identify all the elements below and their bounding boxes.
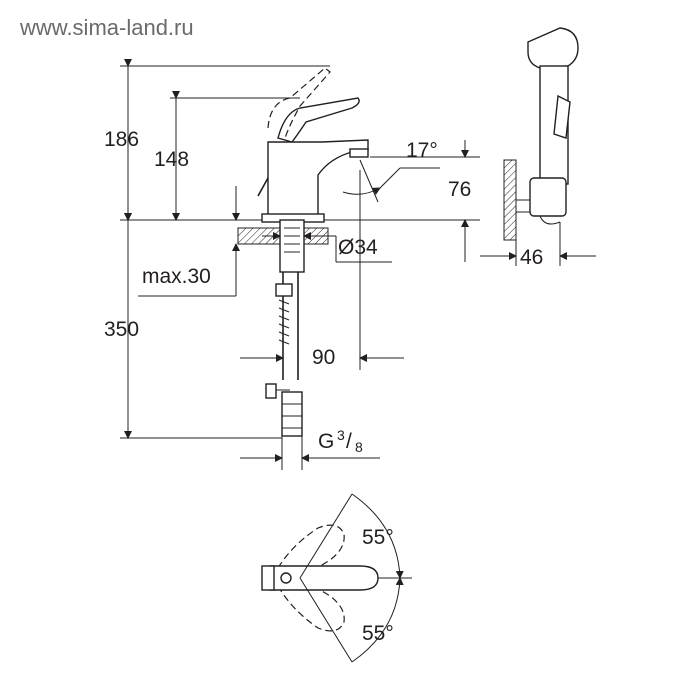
cartridge-cap xyxy=(261,565,275,591)
dim-rotation-top: 55° xyxy=(362,526,394,549)
svg-text:3: 3 xyxy=(337,427,345,443)
dim-spout-clearance: 76 xyxy=(448,178,471,201)
dim-hole-diameter: Ø34 xyxy=(338,236,378,259)
spout-outlet xyxy=(349,148,369,158)
dim-spout-height: 148 xyxy=(154,148,189,171)
lever-open-outline xyxy=(267,67,331,139)
svg-text:/: / xyxy=(346,430,352,453)
lever-rotated-up xyxy=(277,524,345,581)
hose-tag xyxy=(265,383,277,399)
wall-section xyxy=(503,159,517,241)
dim-connection-thread: G 3 / 8 xyxy=(318,427,363,455)
wall-holder xyxy=(529,177,567,217)
svg-text:8: 8 xyxy=(355,439,363,455)
dim-deck-thickness: max.30 xyxy=(142,265,211,288)
popup-rod xyxy=(257,177,269,197)
hand-shower xyxy=(480,27,596,266)
svg-text:G: G xyxy=(318,430,334,453)
shower-trigger xyxy=(553,94,571,139)
lever-closed xyxy=(277,97,360,143)
mounting-shank xyxy=(279,219,305,273)
dim-overall-height: 186 xyxy=(104,128,139,151)
dim-spout-reach: 90 xyxy=(312,346,335,369)
hose-connector xyxy=(281,391,303,437)
lever-rotated-down xyxy=(277,575,345,632)
shower-head xyxy=(527,27,579,69)
watermark-text: www.sima-land.ru xyxy=(20,15,194,40)
dim-lever-angle: 17° xyxy=(406,139,438,162)
faucet-top-view xyxy=(261,493,412,663)
dimension-lines xyxy=(120,59,480,470)
dim-rotation-bottom: 55° xyxy=(362,622,394,645)
dim-hose-length: 350 xyxy=(104,318,139,341)
indicator-dot xyxy=(280,572,292,584)
faucet-side-view xyxy=(120,67,480,437)
dim-holder-projection: 46 xyxy=(520,246,543,269)
